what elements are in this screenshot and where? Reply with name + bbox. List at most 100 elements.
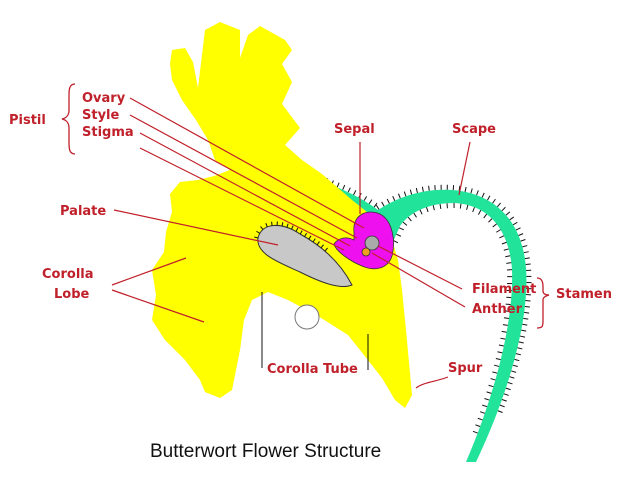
hair <box>363 196 368 201</box>
hair <box>392 195 396 201</box>
hair <box>353 190 357 196</box>
hair <box>522 245 528 248</box>
hair <box>517 347 523 350</box>
hair <box>501 241 507 245</box>
hair <box>503 317 509 319</box>
hair <box>439 203 442 210</box>
hair <box>496 229 501 233</box>
hair <box>397 193 401 199</box>
hair <box>375 204 380 210</box>
label-palate: Palate <box>60 204 106 219</box>
hair <box>256 230 261 234</box>
hair <box>494 364 500 367</box>
diagram-caption: Butterwort Flower Structure <box>150 441 381 462</box>
hair <box>458 185 461 191</box>
hair <box>316 241 320 246</box>
palate-hairs <box>254 221 328 252</box>
hair <box>399 227 405 231</box>
hair <box>254 236 259 239</box>
hair <box>524 305 530 308</box>
pistil-brace <box>61 83 76 155</box>
hair <box>386 198 390 204</box>
corolla-tube-bracket <box>261 292 369 370</box>
hair <box>518 233 524 236</box>
hair <box>299 230 303 235</box>
hair <box>492 371 498 374</box>
stamen-brace <box>536 277 550 329</box>
hair <box>509 376 515 379</box>
hair <box>509 216 515 221</box>
tube-opening-circle <box>294 304 320 330</box>
hair <box>524 311 530 314</box>
hair <box>488 218 493 223</box>
hair <box>479 411 485 414</box>
hair <box>498 344 504 347</box>
hair <box>291 225 294 230</box>
label-corolla: Corolla <box>42 267 94 282</box>
hair <box>336 182 340 188</box>
hair <box>488 384 494 388</box>
hair <box>320 244 324 249</box>
hair <box>459 203 462 209</box>
leader-lines <box>111 97 471 389</box>
hair <box>512 221 518 226</box>
hair <box>432 205 435 211</box>
hair <box>466 204 469 211</box>
label-pistil: Pistil <box>9 113 46 128</box>
hair <box>504 310 510 313</box>
hair <box>295 227 299 232</box>
hair <box>515 353 521 356</box>
hair <box>464 186 467 192</box>
reproductive-parts <box>333 211 394 270</box>
label-spur: Spur <box>448 361 483 376</box>
hair <box>503 248 509 251</box>
label-scape: Scape <box>452 122 496 137</box>
hair <box>281 222 284 227</box>
hair <box>402 221 408 226</box>
corolla-shape <box>152 22 412 408</box>
hair <box>505 211 511 216</box>
hair <box>520 239 526 242</box>
label-filament: Filament <box>472 282 536 297</box>
anther-shape <box>361 247 371 257</box>
hair <box>506 262 512 264</box>
hair <box>381 201 385 207</box>
hair <box>482 404 488 408</box>
hair <box>523 317 529 320</box>
hair <box>487 195 491 201</box>
hair <box>518 341 524 344</box>
hair <box>477 417 483 421</box>
label-lobe: Lobe <box>54 287 90 302</box>
hair <box>403 191 407 197</box>
label-sepal: Sepal <box>334 122 375 137</box>
label-style: Style <box>82 108 120 123</box>
label-stigma: Stigma <box>82 125 134 140</box>
palate-shape <box>257 225 353 287</box>
hair <box>472 430 478 434</box>
hair <box>501 330 507 333</box>
hair <box>502 324 508 326</box>
hair <box>413 212 417 218</box>
hair <box>492 198 496 204</box>
hair <box>475 424 481 427</box>
hair <box>490 378 496 381</box>
hair <box>368 199 373 205</box>
hair <box>477 210 482 215</box>
hair <box>522 323 528 326</box>
hair <box>484 398 490 401</box>
hair <box>499 235 505 239</box>
corolla <box>152 22 412 408</box>
hair <box>500 337 506 340</box>
hair <box>396 233 402 237</box>
hair <box>428 185 430 191</box>
hair <box>265 223 268 228</box>
hair <box>501 206 506 212</box>
hair <box>409 189 413 195</box>
hair <box>308 235 312 240</box>
ovary-shape <box>333 211 394 270</box>
hair <box>505 387 511 391</box>
hair <box>499 404 505 408</box>
labels: Pistil Ovary Style Stigma Palate Corolla… <box>9 91 612 377</box>
hair <box>495 357 501 361</box>
